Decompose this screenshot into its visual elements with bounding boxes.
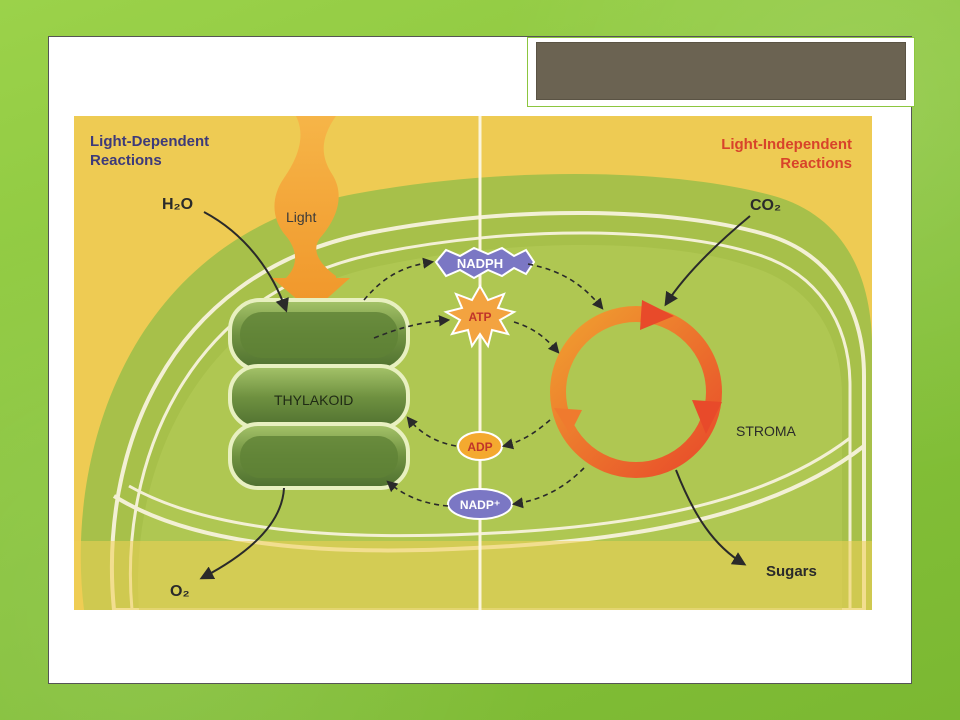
thylakoid-label: THYLAKOID xyxy=(274,392,353,408)
water-arrow xyxy=(203,211,289,313)
heading-light-independent-line2: Reactions xyxy=(780,155,852,172)
light-beam-icon xyxy=(272,116,350,312)
heading-light-dependent-line1: Light-Dependent xyxy=(90,133,209,150)
heading-light-independent-line1: Light-Independent xyxy=(721,136,852,153)
co2-label: CO₂ xyxy=(750,197,781,214)
arrow-cycle-to-nadp xyxy=(511,467,585,509)
title-bar xyxy=(536,42,906,100)
stroma-label: STROMA xyxy=(736,423,797,439)
arrow-cycle-to-adp xyxy=(501,419,551,450)
oxygen-label: O₂ xyxy=(170,583,190,600)
thylakoid-stack xyxy=(228,298,410,490)
co2-arrow xyxy=(664,215,751,307)
arrow-adp-to-thylakoid xyxy=(406,416,457,447)
heading-light-dependent-line2: Reactions xyxy=(90,152,162,169)
nadph-badge xyxy=(434,246,536,280)
title-placeholder[interactable] xyxy=(527,37,915,107)
light-label: Light xyxy=(286,209,316,225)
water-label: H₂O xyxy=(162,196,193,213)
sugars-label: Sugars xyxy=(766,563,817,580)
calvin-cycle-icon xyxy=(550,300,722,478)
photosynthesis-diagram-photo: Light-Dependent Reactions Light-Independ… xyxy=(74,116,872,610)
nadp-label: NADP⁺ xyxy=(460,498,500,512)
atp-label: ATP xyxy=(468,310,491,324)
arrow-nadph-to-cycle xyxy=(527,263,604,310)
sugars-arrow xyxy=(675,469,747,566)
arrow-atp-to-cycle xyxy=(513,321,560,354)
atp-badge xyxy=(443,283,517,349)
oxygen-arrow xyxy=(199,487,285,580)
nadph-label: NADPH xyxy=(457,256,503,271)
adp-label: ADP xyxy=(467,440,492,454)
